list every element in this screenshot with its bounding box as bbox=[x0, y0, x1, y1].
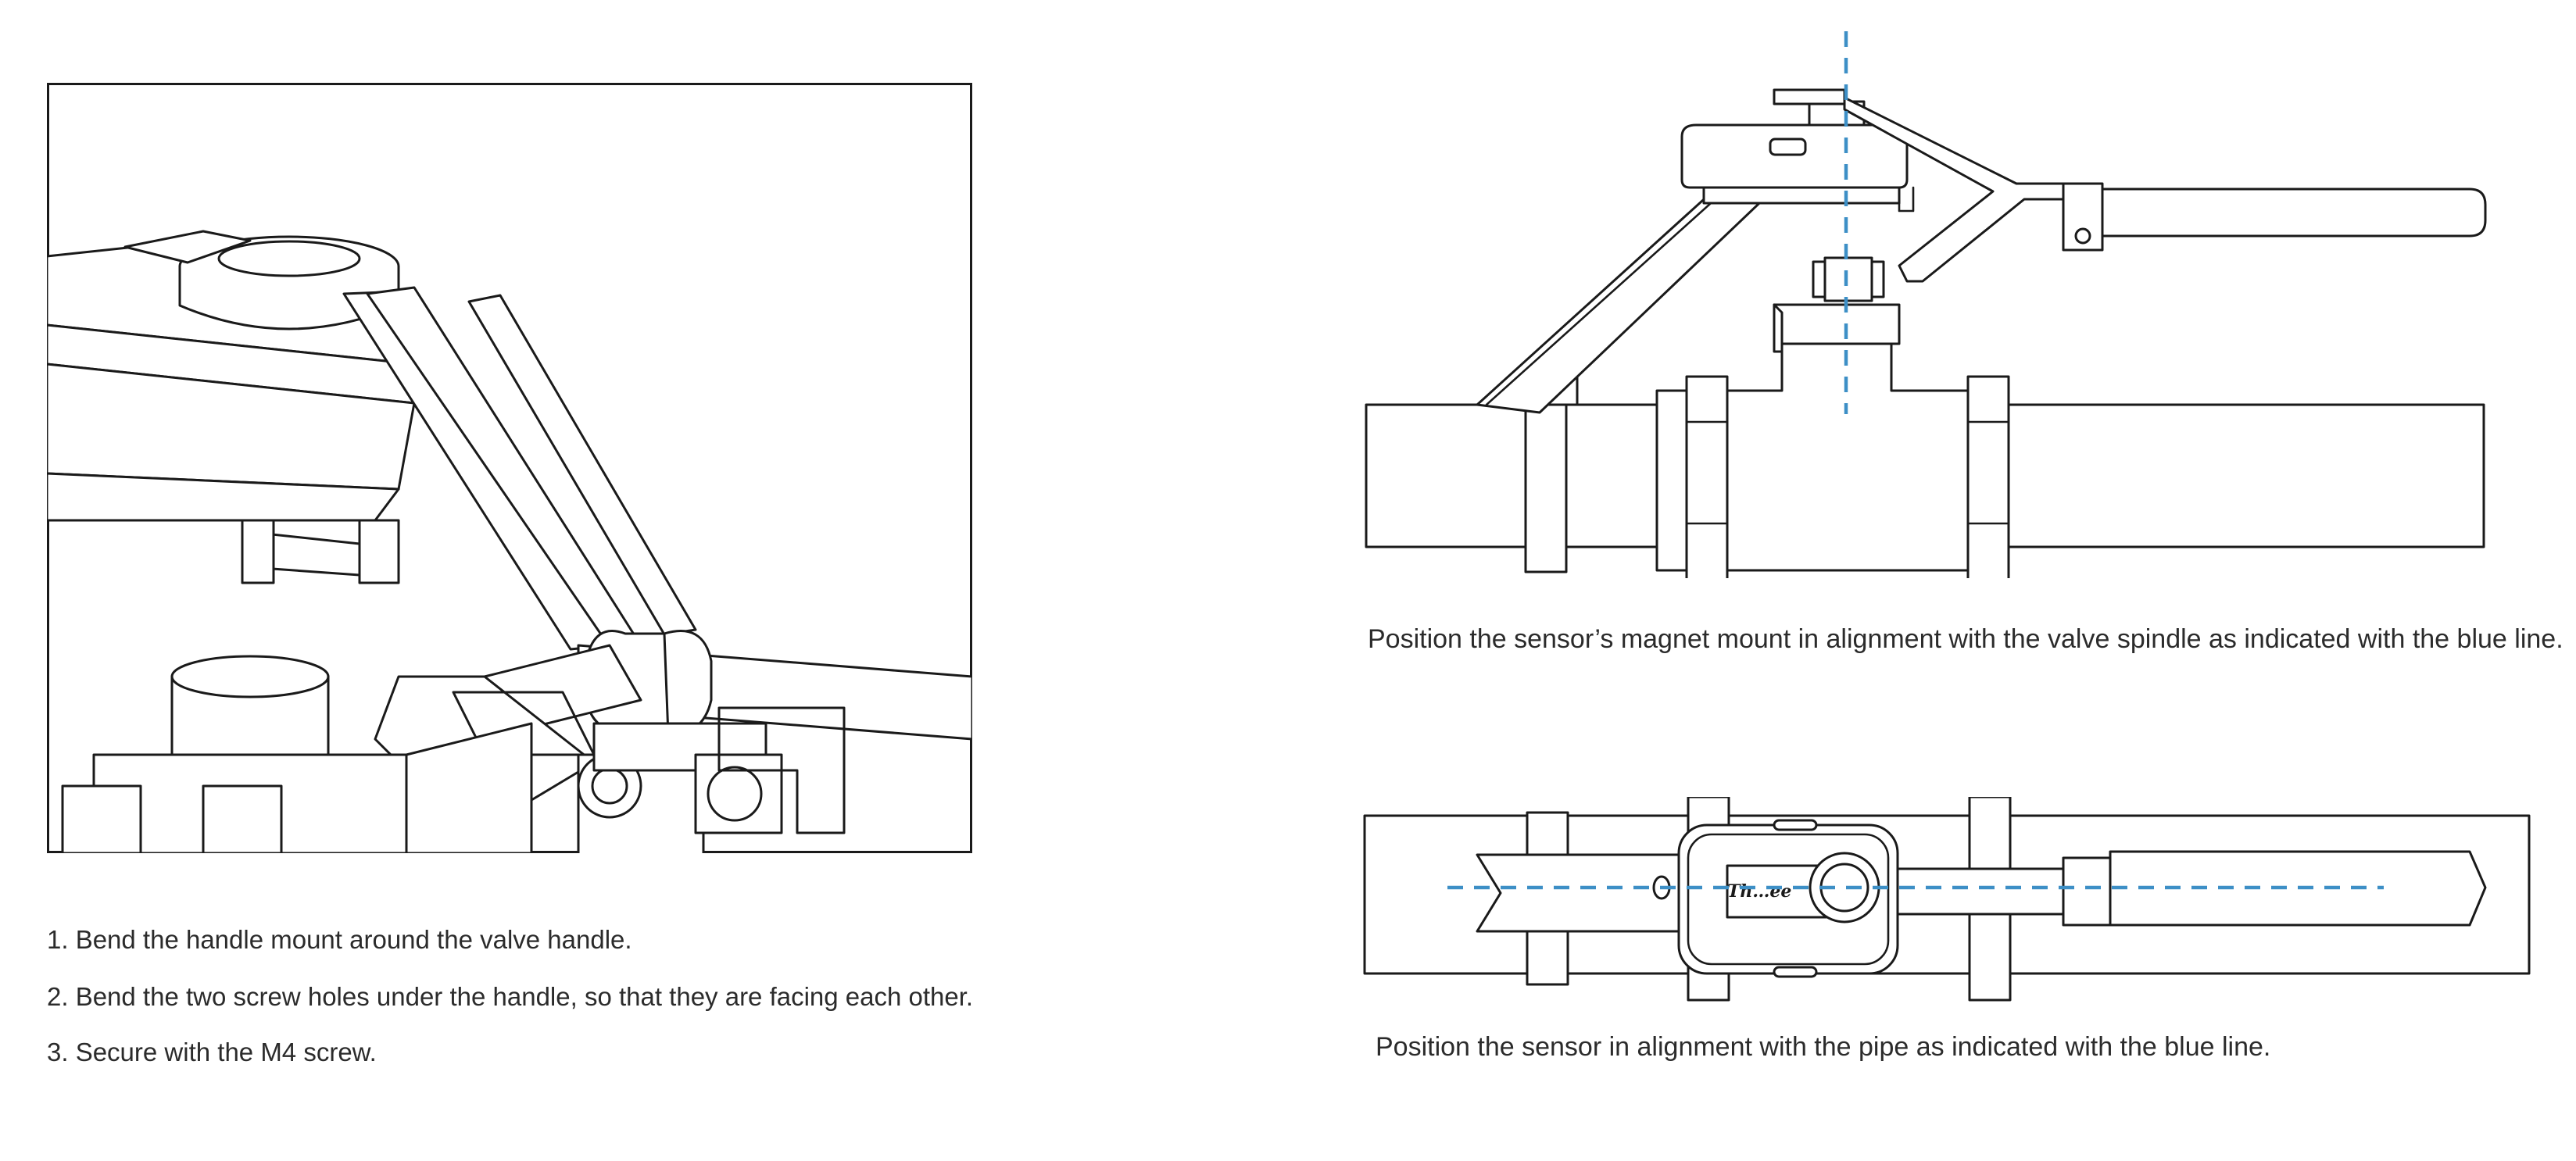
closeup-illustration-frame bbox=[47, 83, 972, 853]
instruction-step-2: 2. Bend the two screw holes under the ha… bbox=[47, 982, 974, 1011]
side-view-caption: Position the sensor’s magnet mount in al… bbox=[1368, 624, 2563, 654]
valve-top-view-illustration: Th…ee bbox=[1363, 797, 2531, 1002]
side-view-panel bbox=[1360, 23, 2501, 578]
flange-left bbox=[1685, 375, 1729, 578]
top-view-caption: Position the sensor in alignment with th… bbox=[1376, 1032, 2271, 1062]
flange-right bbox=[1966, 375, 2010, 578]
sensor-body bbox=[1680, 123, 1909, 189]
sensor-logo-text: Th…ee bbox=[1727, 881, 1791, 902]
instruction-step-1: 1. Bend the handle mount around the valv… bbox=[47, 925, 632, 954]
top-view-panel: Th…ee bbox=[1360, 797, 2532, 1008]
handle-mount-closeup-illustration bbox=[47, 83, 972, 853]
valve-side-view-illustration bbox=[1365, 31, 2487, 578]
instruction-step-3: 3. Secure with the M4 screw. bbox=[47, 1038, 377, 1066]
pipe-clamp bbox=[1524, 389, 1568, 573]
valve-handle bbox=[1843, 96, 2073, 283]
